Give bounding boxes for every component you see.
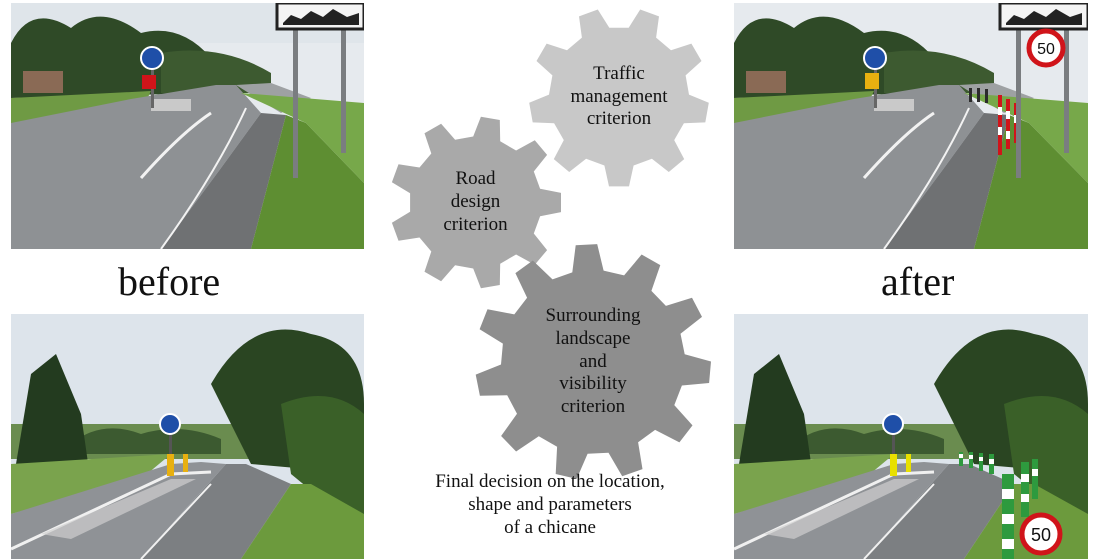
final-decision-text: Final decision on the location, shape an… — [435, 471, 665, 539]
gear-traffic-label: Traffic management criterion — [570, 62, 668, 130]
gear-landscape-label: Surrounding landscape and visibility cri… — [545, 305, 641, 418]
speed-limit-sign-top: 50 — [1037, 41, 1055, 58]
gear-road-design: Road design criterion — [388, 115, 563, 290]
photo-before-bottom — [11, 314, 364, 559]
photo-after-top: 50 — [734, 3, 1088, 249]
gear-traffic-shape — [529, 9, 709, 187]
speed-limit-sign-bottom: 50 — [1031, 525, 1051, 545]
gear-landscape-visibility: Surrounding landscape and visibility cri… — [474, 243, 712, 481]
photo-before-top — [11, 3, 364, 249]
caption-after: after — [881, 259, 955, 304]
photo-after-bottom: 50 — [734, 314, 1088, 559]
gear-road-shape — [391, 116, 561, 289]
gear-traffic-management: Traffic management criterion — [528, 6, 710, 188]
gear-road-label: Road design criterion — [443, 168, 508, 235]
gear-landscape-shape — [475, 244, 711, 479]
caption-before: before — [118, 259, 221, 304]
